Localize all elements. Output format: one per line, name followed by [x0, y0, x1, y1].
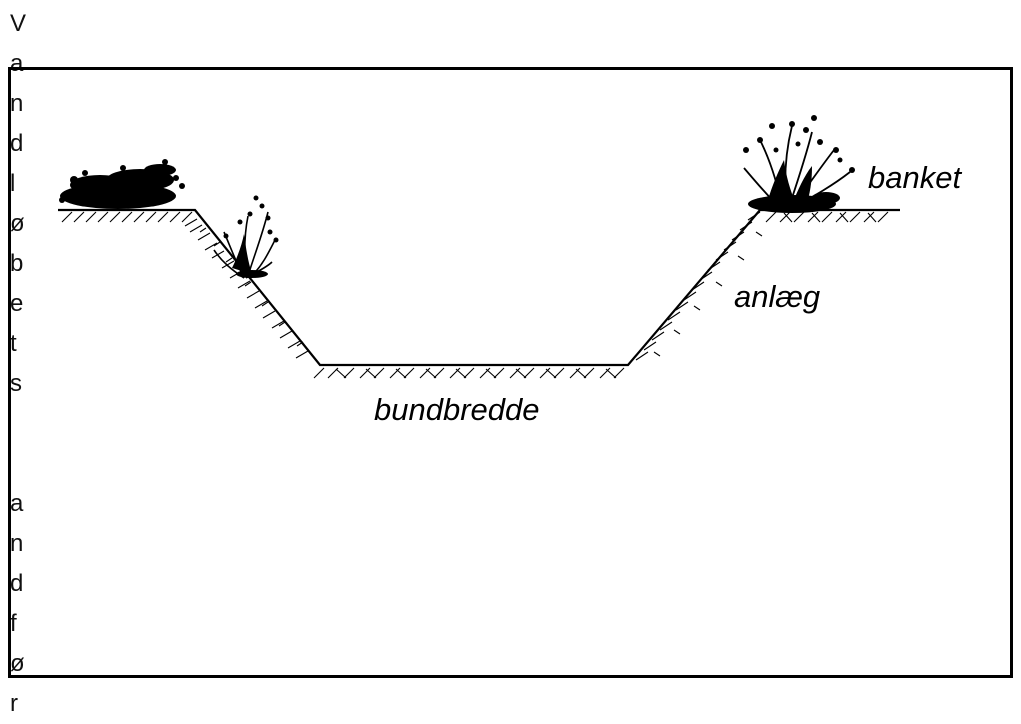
- label-banket: banket: [868, 160, 962, 195]
- side-letter: t: [10, 330, 17, 357]
- side-letter: n: [10, 530, 24, 557]
- side-letter: ø: [10, 210, 25, 237]
- diagram-frame: [8, 67, 1013, 678]
- label-bundbredde: bundbredde: [374, 392, 540, 427]
- side-letter: V: [10, 10, 27, 37]
- side-letter: a: [10, 490, 24, 517]
- side-letter: b: [10, 250, 24, 277]
- vertical-side-text: V a n d l ø b e t s a n d f ø r: [10, 4, 34, 724]
- side-letter: r: [10, 690, 18, 717]
- side-letter: n: [10, 90, 24, 117]
- side-letter: d: [10, 570, 24, 597]
- side-letter: s: [10, 370, 22, 397]
- side-letter: l: [10, 170, 16, 197]
- side-letter: f: [10, 610, 17, 637]
- side-letter: d: [10, 130, 24, 157]
- side-letter: ø: [10, 650, 25, 677]
- side-letter: a: [10, 50, 24, 77]
- side-letter: e: [10, 290, 24, 317]
- label-anlaeg: anlæg: [734, 279, 821, 314]
